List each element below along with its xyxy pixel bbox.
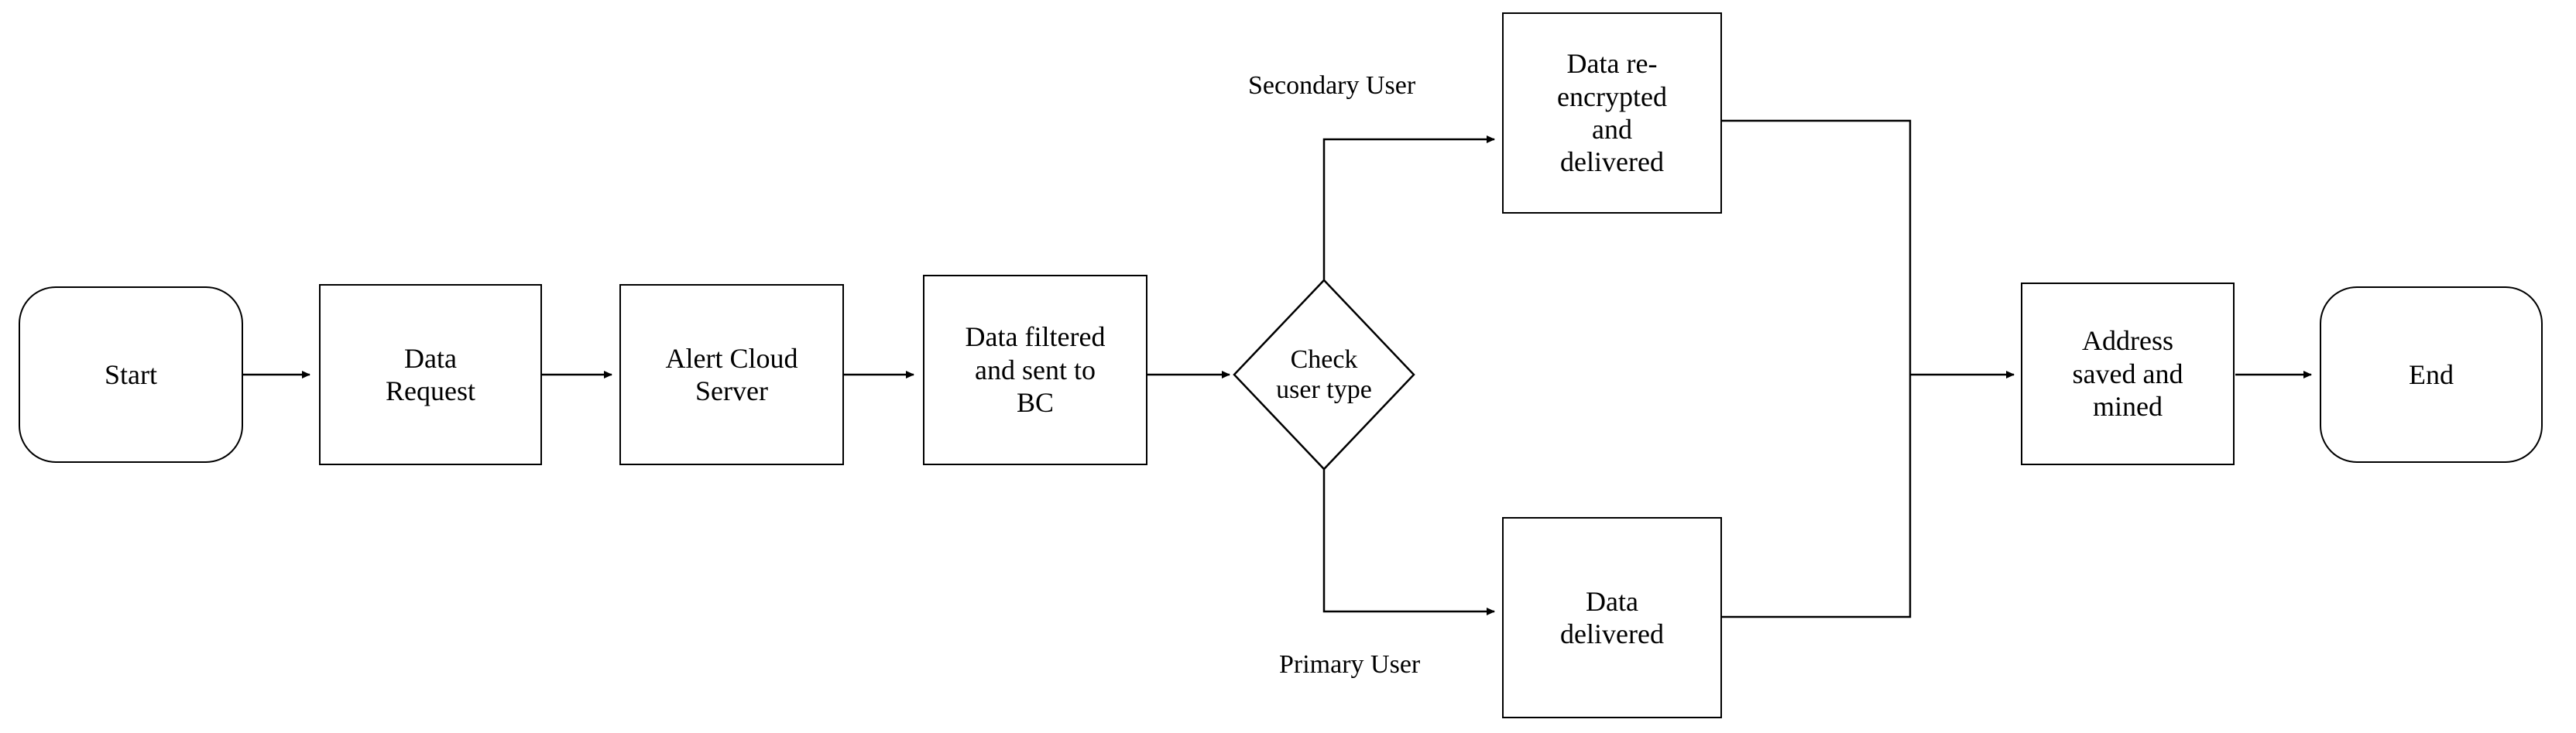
node-start[interactable]: Start — [19, 286, 243, 463]
node-alert-cloud-server[interactable]: Alert Cloud Server — [619, 284, 844, 465]
node-data-reencrypted-label: Data re- encrypted and delivered — [1557, 48, 1667, 178]
node-end-label: End — [2409, 358, 2454, 390]
edge-label-primary-user: Primary User — [1279, 650, 1421, 679]
node-check-user-type-label: Check user type — [1276, 344, 1372, 404]
connector-reencrypted-to-join — [1722, 119, 1912, 375]
connector-delivered-to-join — [1722, 375, 1912, 618]
node-end[interactable]: End — [2320, 286, 2543, 463]
node-address-saved-label: Address saved and mined — [2072, 325, 2183, 423]
node-check-user-type[interactable]: Check user type — [1233, 279, 1415, 471]
node-data-delivered[interactable]: Data delivered — [1502, 517, 1722, 718]
node-data-delivered-label: Data delivered — [1560, 585, 1664, 649]
node-address-saved[interactable]: Address saved and mined — [2021, 283, 2235, 465]
node-data-filtered[interactable]: Data filtered and sent to BC — [923, 275, 1147, 465]
edge-label-secondary-user: Secondary User — [1248, 71, 1416, 100]
node-data-request-label: Data Request — [386, 342, 475, 406]
node-data-request[interactable]: Data Request — [319, 284, 542, 465]
node-start-label: Start — [105, 358, 157, 390]
node-alert-cloud-server-label: Alert Cloud Server — [665, 342, 798, 406]
node-data-reencrypted[interactable]: Data re- encrypted and delivered — [1502, 12, 1722, 214]
node-data-filtered-label: Data filtered and sent to BC — [965, 321, 1106, 419]
